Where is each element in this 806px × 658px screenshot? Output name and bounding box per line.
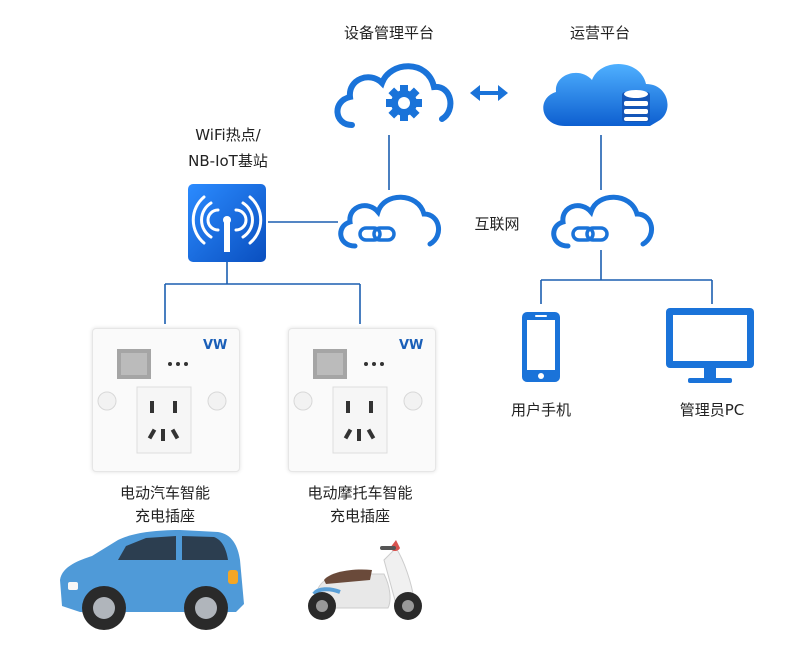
car-socket-label-line1: 电动汽车智能	[119, 484, 210, 502]
admin-pc-label: 管理员PC	[679, 401, 745, 419]
svg-text:VW: VW	[399, 338, 423, 353]
device-platform-label: 设备管理平台	[343, 24, 434, 42]
car-charging-socket: VW	[92, 328, 240, 472]
socket-face: VW	[97, 338, 227, 454]
scooter-charging-socket: VW	[288, 328, 436, 472]
mobile-user-label: 用户手机	[510, 401, 571, 419]
car-socket-label-line2: 充电插座	[134, 507, 195, 525]
ops-platform-label: 运营平台	[569, 24, 630, 42]
hotspot-label-line2: NB-IoT基站	[188, 152, 268, 170]
moto-socket-label-line1: 电动摩托车智能	[307, 484, 413, 502]
socket-face: VW	[293, 338, 423, 454]
moto-socket-label-line2: 充电插座	[329, 507, 390, 525]
internet-label: 互联网	[474, 215, 520, 233]
svg-text:VW: VW	[203, 338, 227, 353]
hotspot-label-line1: WiFi热点/	[195, 126, 261, 144]
